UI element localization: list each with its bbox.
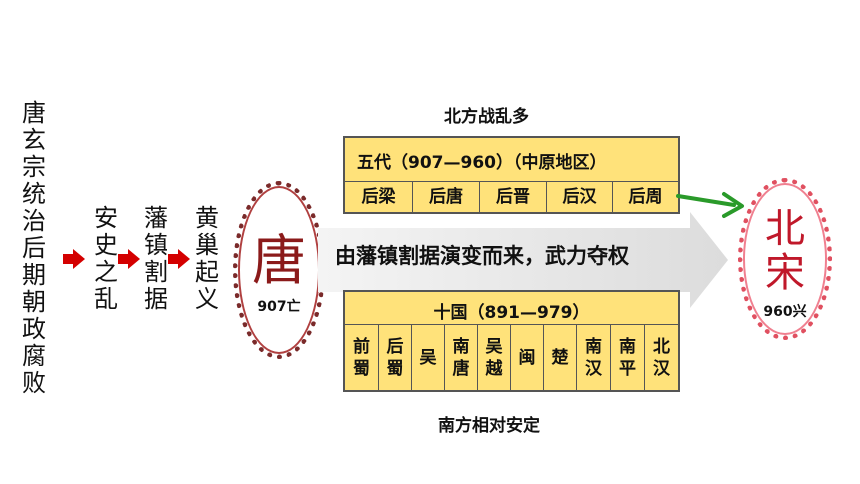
kingdom-cell: 北汉 xyxy=(644,325,678,391)
tang-fall-label: 907亡 xyxy=(257,299,301,315)
five-dynasties-box: 五代（907—960）（中原地区） 后梁 后唐 后晋 后汉 后周 xyxy=(343,136,680,214)
five-dynasties-row: 后梁 后唐 后晋 后汉 后周 xyxy=(345,181,678,213)
dynasty-cell: 后唐 xyxy=(412,182,479,213)
cause-anshi: 安史之乱 xyxy=(94,204,118,313)
kingdom-cell: 南唐 xyxy=(444,325,477,391)
cause-huangchao: 黄巢起义 xyxy=(195,204,219,313)
song-oval: 北宋 960兴 xyxy=(738,178,832,340)
song-rise-label: 960兴 xyxy=(763,304,807,320)
left-column-text: 唐玄宗统治后期朝政腐败 xyxy=(22,99,46,397)
dynasty-cell: 后梁 xyxy=(361,187,396,207)
center-caption: 由藩镇割据演变而来，武力夺权 xyxy=(335,244,629,268)
five-dynasties-title: 五代（907—960）（中原地区） xyxy=(357,153,607,173)
kingdom-cell: 前蜀 xyxy=(353,337,370,379)
dynasty-cell: 后汉 xyxy=(546,182,612,213)
south-heading: 南方相对安定 xyxy=(438,416,540,436)
kingdom-cell: 后蜀 xyxy=(378,325,411,391)
song-char: 北宋 xyxy=(765,206,805,296)
ten-kingdoms-box: 十国（891—979） 前蜀后蜀吴南唐吴越闽楚南汉南平北汉 xyxy=(343,290,680,392)
kingdom-cell: 南平 xyxy=(610,325,644,391)
dynasty-cell: 后周 xyxy=(612,182,678,213)
ten-kingdoms-row: 前蜀后蜀吴南唐吴越闽楚南汉南平北汉 xyxy=(345,324,678,391)
kingdom-cell: 闽 xyxy=(510,325,543,391)
kingdom-cell: 吴 xyxy=(411,325,444,391)
tang-char: 唐 xyxy=(252,229,306,292)
cause-fanzhen: 藩镇割据 xyxy=(144,204,168,313)
kingdom-cell: 南汉 xyxy=(576,325,610,391)
kingdom-cell: 吴越 xyxy=(477,325,510,391)
kingdom-cell: 楚 xyxy=(543,325,576,391)
tang-oval: 唐 907亡 xyxy=(233,181,325,359)
north-heading: 北方战乱多 xyxy=(444,107,529,127)
transition-arrow xyxy=(318,212,728,308)
green-arrow xyxy=(676,192,744,218)
ten-kingdoms-title: 十国（891—979） xyxy=(433,303,590,323)
dynasty-cell: 后晋 xyxy=(479,182,546,213)
